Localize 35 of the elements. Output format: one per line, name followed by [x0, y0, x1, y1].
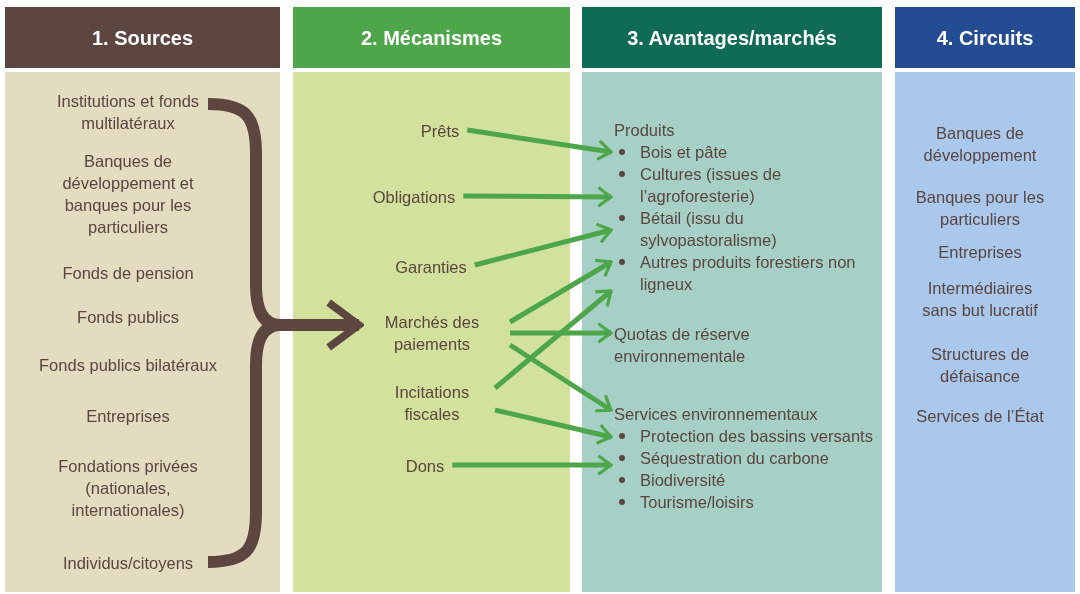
- item-label: Obligations: [372, 187, 456, 208]
- item-label: Fonds publics: [77, 307, 179, 328]
- list-item-text: Cultures (issues de l’agroforesterie): [640, 164, 783, 207]
- column-header: 1. Sources: [5, 7, 280, 68]
- list-item-text: Bétail (issu du sylvopastoralisme): [640, 208, 778, 251]
- item-label: Quotas de réserve environnementale: [614, 324, 751, 367]
- item-label: Institutions et fonds multilatéraux: [55, 91, 201, 134]
- list-item-text: Bois et pâte: [640, 142, 729, 163]
- item-label: Intermédiaires sans but lucratif: [921, 278, 1039, 321]
- list-item-text: Tourisme/loisirs: [640, 492, 755, 513]
- item-label: Banques pour les particuliers: [914, 187, 1046, 230]
- item-label: Services de l’État: [916, 406, 1044, 427]
- item-label: Prêts: [420, 121, 460, 142]
- item-label: Dons: [405, 456, 445, 477]
- item-label: Garanties: [395, 257, 467, 278]
- list-heading: Services environnementaux: [614, 404, 819, 425]
- list-item-text: Protection des bassins versants: [640, 426, 874, 447]
- item-label: Structures de défaisance: [929, 344, 1031, 387]
- list-item-text: Autres produits forestiers non ligneux: [640, 252, 857, 295]
- item-label: Marchés des paiements: [383, 312, 481, 355]
- item-label: Fonds de pension: [62, 263, 194, 284]
- list-item-text: Séquestration du carbone: [640, 448, 830, 469]
- item-label: Incitations fiscales: [393, 382, 471, 425]
- item-label: Entreprises: [86, 406, 170, 427]
- item-label: Fonds publics bilatéraux: [39, 355, 217, 376]
- item-label: Individus/citoyens: [62, 553, 194, 574]
- column-header: 2. Mécanismes: [293, 7, 570, 68]
- item-label: Banques de développement et banques pour les particuliers: [61, 151, 195, 238]
- list-heading: Produits: [614, 120, 676, 141]
- column-header: 3. Avantages/marchés: [582, 7, 882, 68]
- item-label: Entreprises: [938, 242, 1022, 263]
- list-item-text: Biodiversité: [640, 470, 727, 491]
- item-label: Fondations privées (nationales, internationales): [57, 456, 199, 521]
- column-header: 4. Circuits: [895, 7, 1075, 68]
- item-label: Banques de développement: [922, 123, 1038, 166]
